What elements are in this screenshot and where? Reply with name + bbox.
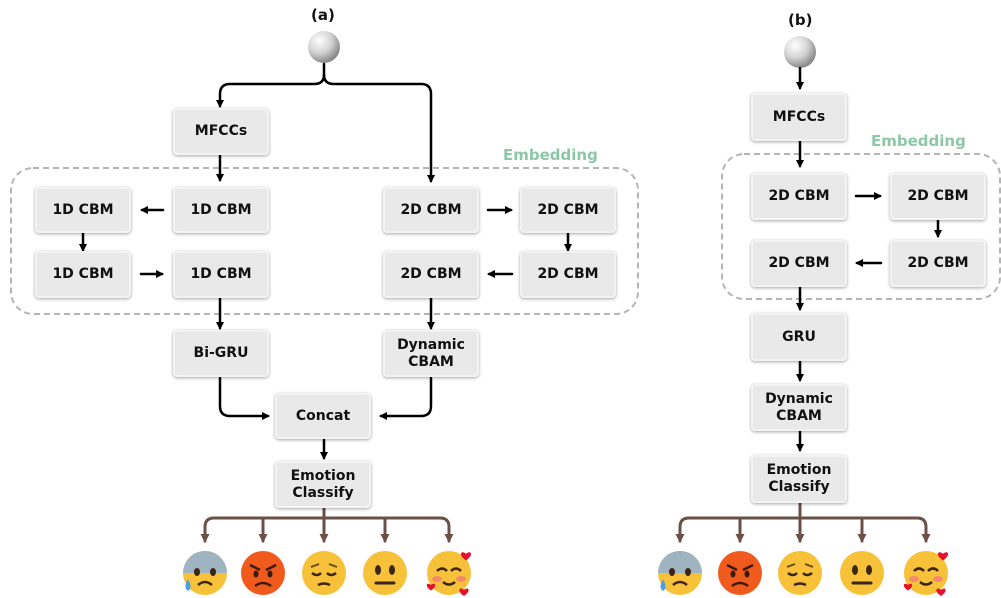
cbm-2d-node-b3: 2D CBM bbox=[751, 240, 847, 287]
dynamic-cbam-node-a: Dynamic CBAM bbox=[383, 330, 479, 377]
arrow-cbam-to-concat bbox=[379, 376, 433, 420]
sad-emoji-icon-b bbox=[778, 551, 822, 595]
panel-a-label: (a) bbox=[311, 6, 335, 24]
angry-emoji-icon-b bbox=[718, 551, 762, 595]
arrow-bigru-to-concat bbox=[218, 376, 270, 420]
cbm-2d-node-a2: 2D CBM bbox=[520, 187, 616, 233]
mfccs-node-a: MFCCs bbox=[173, 108, 269, 155]
cbm-2d-node-a4: 2D CBM bbox=[520, 251, 616, 298]
happy-emoji-icon-a bbox=[426, 551, 472, 596]
embedding-region-a bbox=[10, 167, 639, 315]
concat-node: Concat bbox=[275, 393, 371, 439]
dynamic-cbam-node-b: Dynamic CBAM bbox=[751, 384, 847, 431]
arrow-input-to-mfccs-a bbox=[216, 62, 326, 108]
sad-emoji-icon-a bbox=[302, 551, 346, 595]
fearful-emoji-icon-a bbox=[183, 551, 227, 595]
embedding-label-a: Embedding bbox=[503, 146, 598, 164]
cbm-2d-node-b4: 2D CBM bbox=[890, 240, 986, 287]
emotion-fanout-a bbox=[203, 506, 451, 542]
cbm-2d-node-a1: 2D CBM bbox=[383, 187, 479, 233]
emotion-classify-node-a: Emotion Classify bbox=[275, 461, 371, 508]
input-sphere-a bbox=[308, 31, 340, 63]
panel-b-label: (b) bbox=[788, 11, 813, 29]
arrow-input-to-2dcbm-a bbox=[322, 73, 435, 183]
fearful-emoji-icon-b bbox=[658, 551, 702, 595]
neutral-emoji-icon-a bbox=[363, 551, 407, 595]
neutral-emoji-icon-b bbox=[840, 551, 884, 595]
cbm-2d-node-b2: 2D CBM bbox=[890, 173, 986, 220]
input-sphere-b bbox=[784, 36, 816, 68]
angry-emoji-icon-a bbox=[241, 551, 285, 595]
embedding-label-b: Embedding bbox=[871, 132, 966, 150]
emotion-fanout-b bbox=[678, 501, 928, 542]
emotion-classify-node-b: Emotion Classify bbox=[751, 455, 847, 503]
cbm-2d-node-b1: 2D CBM bbox=[751, 173, 847, 220]
bigru-node: Bi-GRU bbox=[173, 330, 269, 377]
cbm-1d-node-4: 1D CBM bbox=[173, 251, 269, 298]
mfccs-node-b: MFCCs bbox=[751, 93, 847, 141]
embedding-region-b bbox=[721, 153, 1001, 300]
cbm-2d-node-a3: 2D CBM bbox=[383, 251, 479, 298]
cbm-1d-node-2: 1D CBM bbox=[173, 187, 269, 233]
gru-node: GRU bbox=[751, 313, 847, 361]
cbm-1d-node-3: 1D CBM bbox=[35, 251, 131, 298]
happy-emoji-icon-b bbox=[903, 551, 949, 596]
cbm-1d-node-1: 1D CBM bbox=[35, 187, 131, 233]
